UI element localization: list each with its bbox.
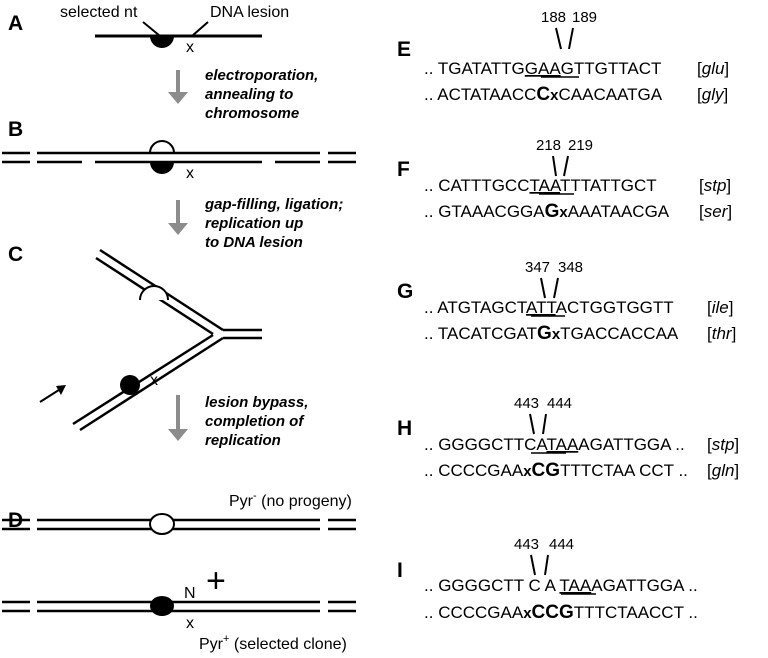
sequence-f-bottom: .. GTAAACGGAGxAAATAACGA — [424, 201, 670, 222]
step-2-text: gap-filling, ligation; replication up to… — [204, 196, 347, 251]
aa-g-top: [ile] — [707, 298, 733, 317]
pyr-minus-label: Pyr- (no progeny) — [229, 490, 352, 510]
position-348: 348 — [558, 259, 583, 276]
position-444: 444 — [547, 395, 572, 412]
sequence-i-bottom: .. CCCCGAAxCCGTTTCTAACCT .. — [424, 602, 698, 623]
sequence-h-top: .. GGGGCTTCATAAAGATTGGA .. — [424, 435, 685, 454]
selected-nt-mark — [150, 36, 174, 48]
panel-c-letter: C — [8, 243, 23, 266]
position-443: 443 — [514, 395, 539, 412]
panel-f-letter: F — [397, 158, 410, 181]
position-347: 347 — [525, 259, 550, 276]
position-218: 218 — [536, 137, 561, 154]
chromosome-b — [2, 140, 356, 174]
product-pyr-minus — [2, 513, 356, 535]
panel-b-letter: B — [8, 118, 23, 141]
panel-a-letter: A — [8, 12, 23, 35]
aa-e-bottom: [gly] — [697, 85, 728, 104]
step-arrow-2 — [168, 200, 188, 235]
step-3-text: lesion bypass, completion of replication — [205, 394, 313, 449]
step-arrow-3 — [168, 395, 188, 441]
dna-lesion-pointer — [191, 21, 209, 37]
pyr-plus-label: Pyr+ (selected clone) — [199, 633, 347, 653]
position-444-i: 444 — [549, 536, 574, 553]
sequence-e-top: .. TGATATTGGAAGTTGTTACT — [424, 59, 661, 78]
selected-nt-label: selected nt — [60, 4, 138, 21]
aa-e-top: [glu] — [697, 59, 729, 78]
dna-lesion-label: DNA lesion — [210, 4, 289, 21]
sequence-panel-g: G 347 348 .. ATGTAGCTATTACTGGTGGTT [ile]… — [397, 259, 736, 344]
sequence-panel-h: H 443 444 .. GGGGCTTCATAAAGATTGGA .. [st… — [397, 395, 739, 481]
panel-g-letter: G — [397, 280, 413, 303]
lesion-x-mark: x — [186, 39, 194, 56]
lesion-x-mark-b: x — [186, 165, 194, 182]
position-189: 189 — [572, 9, 597, 26]
product-pyr-plus — [2, 596, 356, 616]
panel-h-letter: H — [397, 417, 412, 440]
sequence-f-top: .. CATTTGCCTAATTTATTGCT — [424, 176, 657, 195]
aa-h-bottom: [gln] — [707, 461, 739, 480]
step-1-text: electroporation, annealing to chromosome — [205, 67, 323, 122]
aa-f-top: [stp] — [699, 176, 731, 195]
sequence-panel-e: E 188 189 .. TGATATTGGAAGTTGTTACT [glu] … — [397, 9, 729, 105]
panel-i-letter: I — [397, 559, 403, 582]
sequence-g-top: .. ATGTAGCTATTACTGGTGGTT — [424, 298, 674, 317]
lesion-x-mark-c: x — [150, 372, 158, 389]
position-219: 219 — [568, 137, 593, 154]
aa-h-top: [stp] — [707, 435, 739, 454]
selected-nt-pointer — [142, 21, 161, 37]
sequence-panel-f: F 218 219 .. CATTTGCCTAATTTATTGCT [stp] … — [397, 137, 732, 222]
lesion-x-mark-d: x — [186, 615, 194, 632]
aa-g-bottom: [thr] — [707, 324, 736, 343]
sequence-g-bottom: .. TACATCGATGxTGACCACCAA — [424, 323, 679, 344]
position-443-i: 443 — [514, 536, 539, 553]
plus-sign: + — [206, 562, 226, 600]
aa-f-bottom: [ser] — [699, 202, 732, 221]
panel-e-letter: E — [397, 38, 411, 61]
sequence-h-bottom: .. CCCCGAAxCGTTTCTAA CCT .. — [424, 460, 688, 481]
replication-fork — [39, 248, 262, 432]
step-arrow-1 — [168, 70, 188, 104]
sequence-e-bottom: .. ACTATAACCCxCAACAATGA — [424, 84, 663, 105]
sequence-i-top: .. GGGGCTT C A TAAAGATTGGA .. — [424, 576, 698, 595]
n-mark: N — [184, 585, 196, 602]
position-188: 188 — [541, 9, 566, 26]
sequence-panel-i: I 443 444 .. GGGGCTT C A TAAAGATTGGA .. … — [397, 536, 698, 623]
